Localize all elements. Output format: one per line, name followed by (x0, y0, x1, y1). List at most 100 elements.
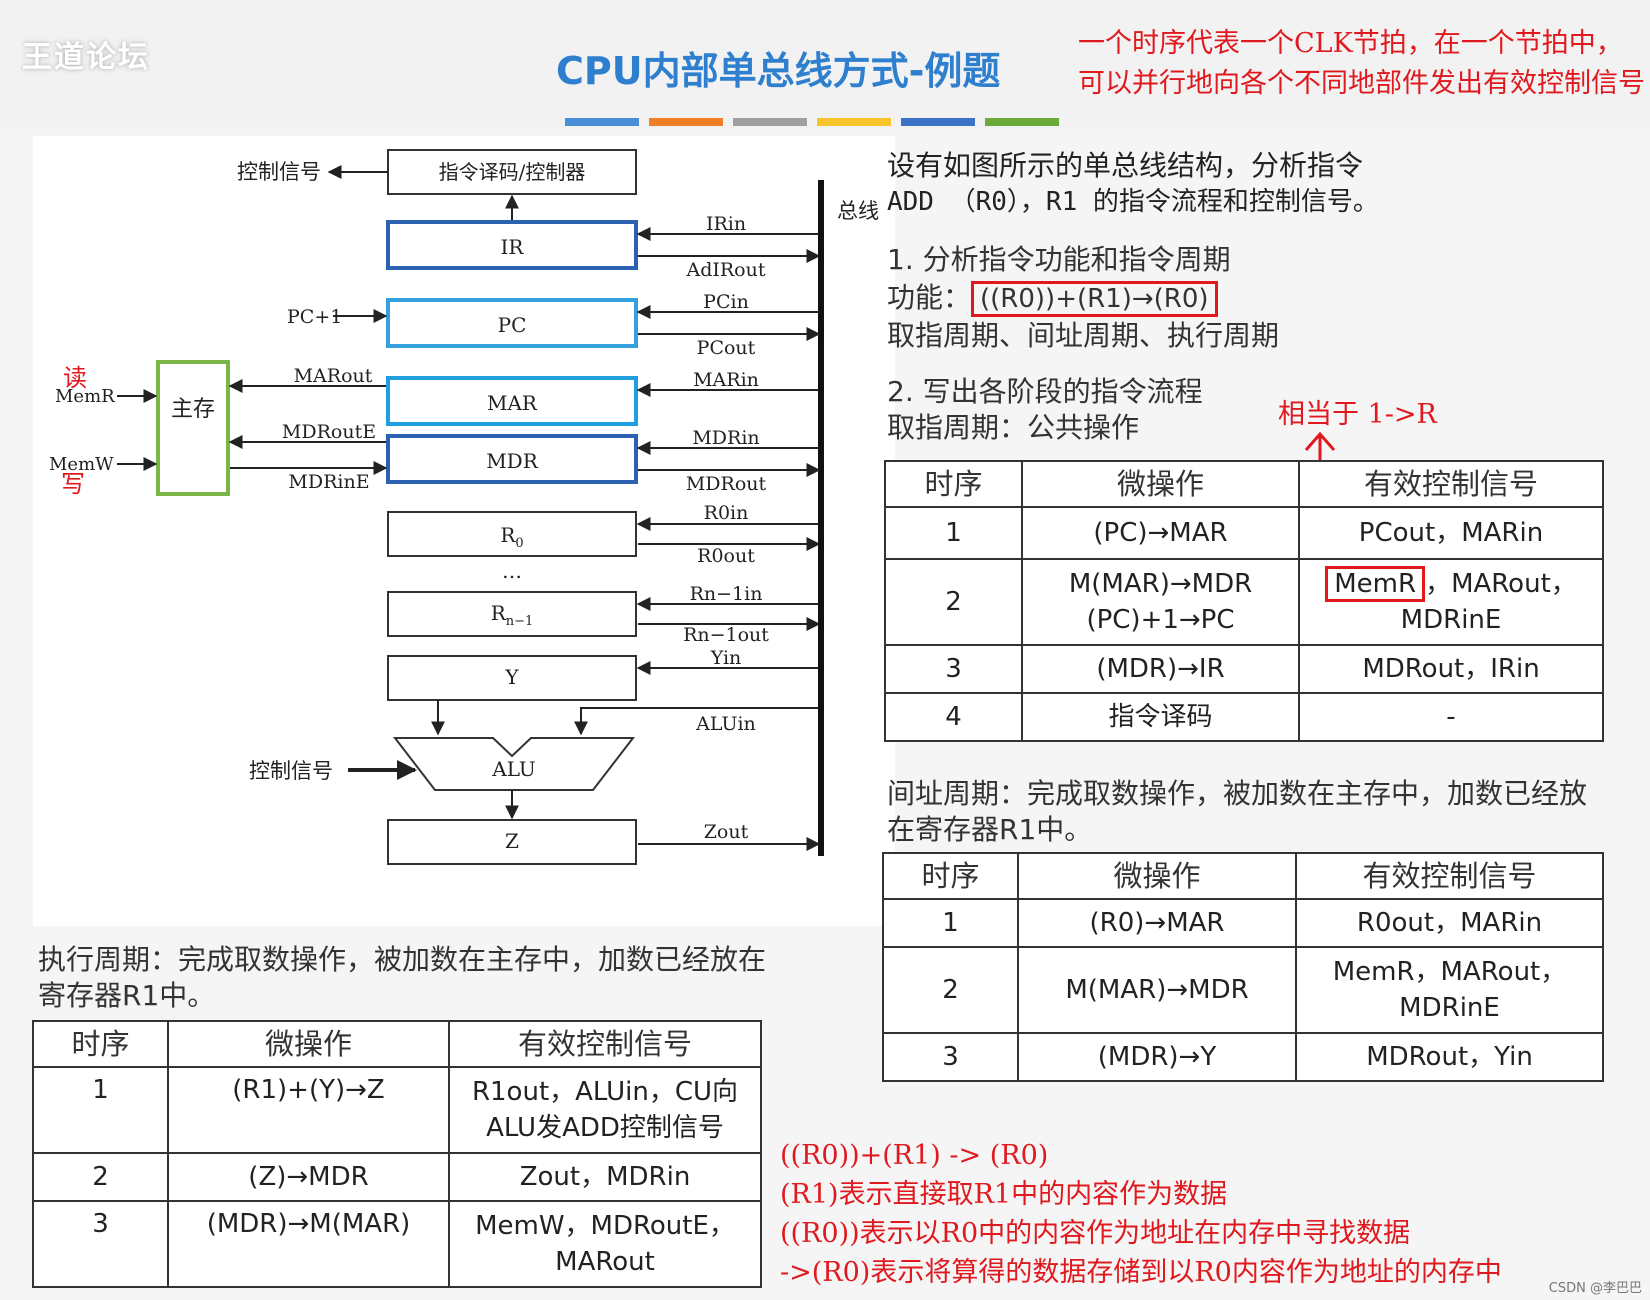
table-row: 2 M(MAR)→MDR MemR，MARout，MDRinE (882, 946, 1604, 1034)
cell-micro: (MDR)→IR (1021, 644, 1300, 694)
table-row: 1 (R0)→MAR R0out，MARin (882, 898, 1604, 948)
y-label: Y (504, 665, 519, 689)
rn-sub: n−1 (506, 614, 534, 629)
pc-label: PC (498, 313, 527, 337)
mar-register (386, 376, 638, 426)
rnout-label: Rn−1out (683, 624, 769, 646)
table-row: 1 (R1)+(Y)→Z R1out，ALUin，CU向 ALU发ADD控制信号 (32, 1066, 762, 1154)
read-label: 读 (63, 364, 87, 392)
decoder-label: 指令译码/控制器 (439, 160, 586, 184)
table-row: 3 (MDR)→M(MAR) MemW，MDRoutE，MARout (32, 1200, 762, 1288)
zout-label: Zout (704, 821, 749, 843)
memory-label: 主存 (171, 397, 215, 422)
cell-line: MDRinE (1400, 605, 1502, 635)
cell-signal: PCout，MARin (1298, 506, 1604, 560)
header-micro: 微操作 (1017, 852, 1297, 900)
memr-boxed: MemR (1325, 566, 1426, 602)
table-row: 3 (MDR)→Y MDRout，Yin (882, 1032, 1604, 1082)
ir-register (386, 220, 638, 270)
aluin-label: ALUin (695, 713, 756, 735)
z-label: Z (505, 829, 519, 853)
cell-seq: 1 (32, 1066, 169, 1154)
cell-seq: 4 (884, 692, 1023, 742)
cell-micro: (R1)+(Y)→Z (167, 1066, 450, 1154)
diagram-panel: 总线 指令译码/控制器 控制信号 IR IRin AdIRout PC PC+1… (33, 136, 895, 926)
note-line: ((R0))表示以R0中的内容作为地址在内存中寻找数据 (780, 1218, 1411, 1249)
rnin-label: Rn−1in (690, 583, 763, 605)
step-1: 1. 分析指令功能和指令周期 (887, 243, 1231, 276)
cell-signal: MemW，MDRoutE，MARout (448, 1200, 762, 1288)
table-row: 2 (Z)→MDR Zout，MDRin (32, 1152, 762, 1202)
cell-micro: 指令译码 (1021, 692, 1300, 742)
r0-label: R0 (500, 523, 523, 551)
z-register (387, 819, 637, 865)
strip-segment (901, 118, 975, 126)
equiv-arrow-head (1304, 431, 1336, 451)
marin-label: MARin (693, 369, 759, 391)
cell-signal: MDRout，IRin (1298, 644, 1604, 694)
cycles: 取指周期、间址周期、执行周期 (887, 319, 1280, 352)
header-seq: 时序 (884, 460, 1023, 508)
table-row: 1 (PC)→MAR PCout，MARin (884, 506, 1604, 560)
header-micro: 微操作 (1021, 460, 1300, 508)
cell-line: M(MAR)→MDR (1068, 569, 1253, 599)
cell-signal: R1out，ALUin，CU向 ALU发ADD控制信号 (448, 1066, 762, 1154)
cell-line: ALU发ADD控制信号 (486, 1113, 724, 1143)
cpu-bus-diagram: 总线 指令译码/控制器 控制信号 IR IRin AdIRout PC PC+1… (49, 149, 879, 865)
table-row: 2 M(MAR)→MDR(PC)+1→PC MemR，MARout，MDRinE (884, 558, 1604, 646)
cell-seq: 3 (884, 644, 1023, 694)
alu-shape (392, 737, 636, 791)
cell-micro: (R0)→MAR (1017, 898, 1297, 948)
mdroute-label: MDRoutE (282, 421, 376, 443)
write-label: 写 (61, 470, 85, 498)
cell-line: R1out，ALUin，CU向 (471, 1077, 739, 1107)
table-header-row: 时序 微操作 有效控制信号 (32, 1020, 762, 1068)
indirect-table: 时序 微操作 有效控制信号 1 (R0)→MAR R0out，MARin 2 M… (882, 852, 1604, 1082)
table-header-row: 时序 微操作 有效控制信号 (882, 852, 1604, 900)
header-signal: 有效控制信号 (448, 1020, 762, 1068)
question-line-2: ADD （R0），R1 的指令流程和控制信号。 (887, 187, 1379, 217)
cell-seq: 1 (884, 506, 1023, 560)
ir-label: IR (501, 235, 525, 259)
yin-label: Yin (710, 647, 742, 669)
color-strip (565, 118, 1059, 126)
question-line-1: 设有如图所示的单总线结构，分析指令 (887, 149, 1364, 182)
table-row: 4 指令译码 - (884, 692, 1604, 742)
cell-micro: (PC)→MAR (1021, 506, 1300, 560)
strip-segment (733, 118, 807, 126)
execute-text: 执行周期：完成取数操作，被加数在主存中，加数已经放在寄存器R1中。 (38, 943, 767, 1012)
decoder-box (387, 149, 637, 195)
cell-line: MemR，MARout， (1308, 566, 1594, 602)
pc-register (386, 298, 638, 348)
rn-register (387, 591, 637, 637)
memory-label-text: 主存 (171, 397, 215, 422)
cell-seq: 1 (882, 898, 1019, 948)
cell-line: (PC)+1→PC (1086, 605, 1235, 635)
cell-micro: M(MAR)→MDR (PC)+1→PC (1021, 558, 1300, 646)
bus-label: 总线 (837, 199, 879, 223)
strip-segment (649, 118, 723, 126)
strip-segment (817, 118, 891, 126)
header-band (0, 0, 1650, 128)
memw-label: MemW (49, 454, 114, 475)
strip-segment (565, 118, 639, 126)
step-2: 2. 写出各阶段的指令流程 (887, 375, 1203, 408)
mdr-label: MDR (486, 449, 539, 473)
register-dots: … (502, 559, 522, 583)
cell-line: MDRinE (1399, 993, 1500, 1023)
cell-signal: MDRout，Yin (1295, 1032, 1604, 1082)
rn-label: Rn−1 (491, 601, 534, 629)
equiv-note: 相当于 1->R (1278, 399, 1437, 430)
irin-label: IRin (706, 213, 746, 235)
header-seq: 时序 (32, 1020, 169, 1068)
cell-line: MARout (555, 1247, 655, 1277)
mdr-register (386, 434, 638, 484)
strip-segment (985, 118, 1059, 126)
aluin-line (574, 707, 819, 736)
cell-seq: 3 (882, 1032, 1019, 1082)
mdrout-label: MDRout (686, 473, 767, 495)
cell-signal: - (1298, 692, 1604, 742)
cell-micro: (Z)→MDR (167, 1152, 450, 1202)
header-signal: 有效控制信号 (1295, 852, 1604, 900)
pcout-label: PCout (697, 337, 756, 359)
